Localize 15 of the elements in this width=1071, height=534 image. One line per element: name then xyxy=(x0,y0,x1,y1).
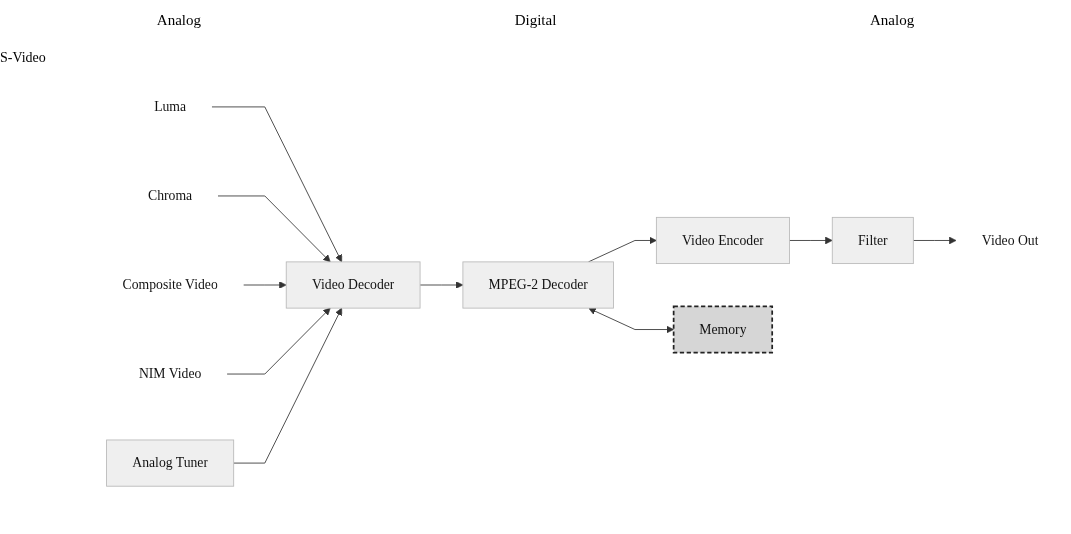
node-text: Luma xyxy=(154,99,187,114)
input-group-label: S-Video xyxy=(0,50,46,66)
node-box: Filter xyxy=(831,216,914,264)
section-label: Analog xyxy=(870,11,915,29)
node-text: Composite Video xyxy=(122,277,218,292)
node-text: Chroma xyxy=(148,188,193,203)
node-box: Video Encoder xyxy=(655,216,790,264)
node-text: Video Out xyxy=(981,232,1039,248)
node-text: NIM Video xyxy=(138,366,202,381)
node-box: Video Decoder xyxy=(285,261,421,309)
section-label: Analog xyxy=(156,11,201,29)
node-box: Memory xyxy=(672,305,774,354)
node-box: MPEG-2 Decoder xyxy=(462,261,614,309)
section-label: Digital xyxy=(514,11,557,29)
node-box: Analog Tuner xyxy=(106,439,235,487)
